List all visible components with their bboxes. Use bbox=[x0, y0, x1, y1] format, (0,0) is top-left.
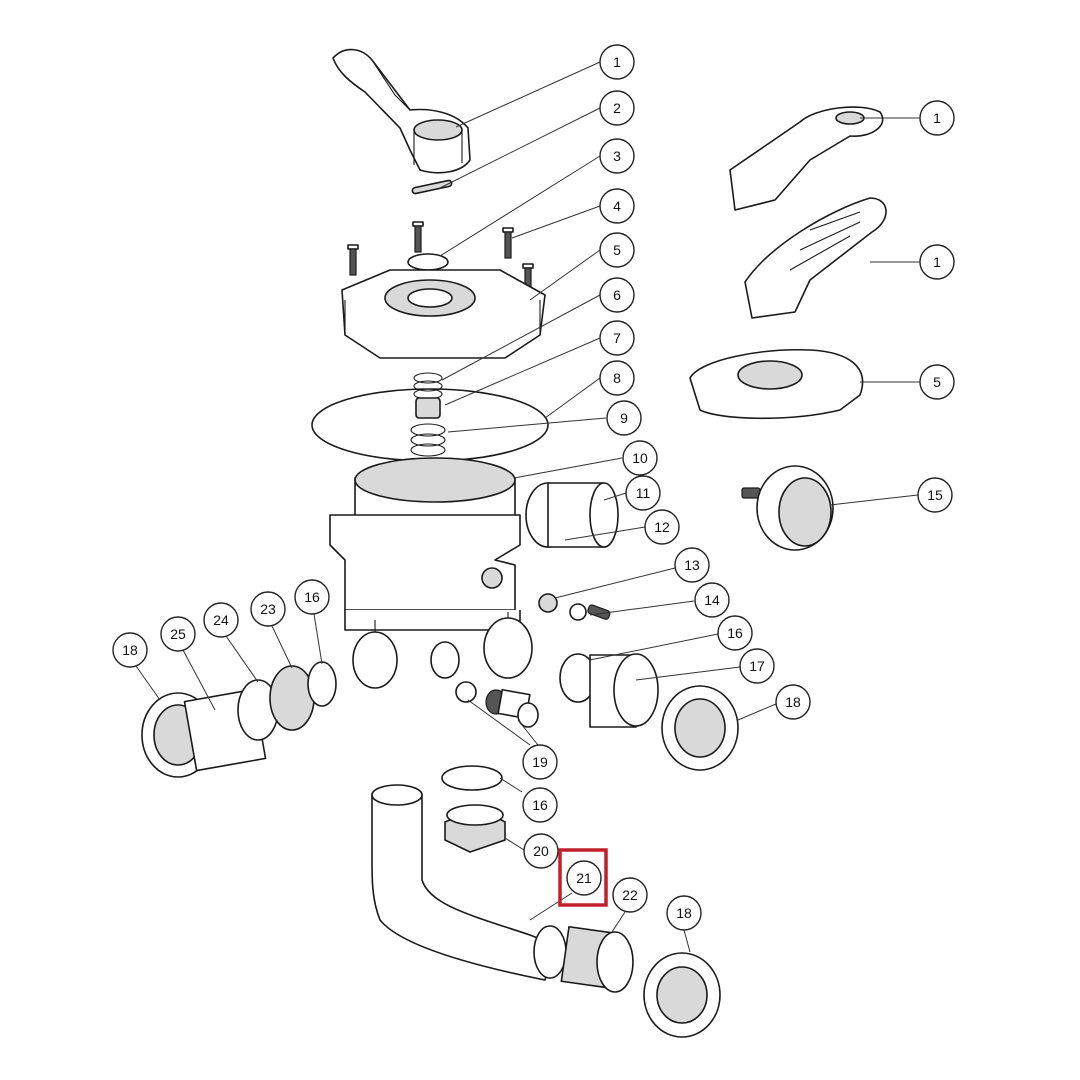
callout-5-right: 5 bbox=[919, 364, 955, 400]
callout-20: 20 bbox=[523, 833, 559, 869]
left-union-assembly bbox=[141, 661, 337, 778]
callout-22: 22 bbox=[612, 877, 648, 913]
callout-25: 25 bbox=[160, 616, 196, 652]
callout-6: 6 bbox=[599, 277, 635, 313]
callout-18-lower: 18 bbox=[666, 895, 702, 931]
callout-12: 12 bbox=[644, 509, 680, 545]
callout-label: 6 bbox=[613, 287, 621, 303]
spring-part bbox=[413, 372, 443, 400]
callout-label: 25 bbox=[170, 626, 186, 642]
callout-16-left: 16 bbox=[294, 579, 330, 615]
callout-label: 9 bbox=[620, 410, 628, 426]
callout-label: 5 bbox=[613, 242, 621, 258]
callout-15: 15 bbox=[917, 477, 953, 513]
callout-10: 10 bbox=[622, 440, 658, 476]
callout-label: 15 bbox=[927, 487, 943, 503]
callout-11: 11 bbox=[625, 475, 661, 511]
callout-label: 18 bbox=[122, 642, 138, 658]
elbow-pipe bbox=[371, 784, 567, 981]
callout-label: 3 bbox=[613, 148, 621, 164]
callout-label: 16 bbox=[304, 589, 320, 605]
callout-23: 23 bbox=[250, 591, 286, 627]
callout-label: 8 bbox=[613, 370, 621, 386]
callout-1-right-a: 1 bbox=[919, 100, 955, 136]
callout-label: 11 bbox=[636, 485, 651, 501]
right-union-assembly bbox=[559, 653, 739, 771]
callout-24: 24 bbox=[203, 602, 239, 638]
callout-7: 7 bbox=[599, 320, 635, 356]
adapter-part bbox=[560, 925, 634, 993]
callout-label: 16 bbox=[727, 625, 743, 641]
bulkhead-fitting bbox=[444, 804, 506, 853]
callout-label: 22 bbox=[622, 887, 638, 903]
callout-label: 1 bbox=[933, 254, 941, 270]
drain-plug-parts bbox=[538, 593, 611, 621]
callout-label: 2 bbox=[613, 100, 621, 116]
callout-16-lower: 16 bbox=[522, 787, 558, 823]
callout-label: 16 bbox=[532, 797, 548, 813]
callout-5-left: 5 bbox=[599, 232, 635, 268]
callout-18-right: 18 bbox=[775, 684, 811, 720]
callout-4: 4 bbox=[599, 188, 635, 224]
callout-19: 19 bbox=[522, 744, 558, 780]
handle-alt-1 bbox=[729, 106, 884, 211]
callout-label: 10 bbox=[632, 450, 648, 466]
callout-16-right: 16 bbox=[717, 615, 753, 651]
handle-alt-2 bbox=[744, 197, 887, 319]
callout-21: 21 bbox=[566, 860, 602, 896]
leader-lines bbox=[135, 61, 920, 953]
lower-nut bbox=[643, 952, 721, 1038]
callout-label: 14 bbox=[704, 592, 720, 608]
callout-label: 1 bbox=[613, 54, 621, 70]
pin-part bbox=[411, 179, 453, 195]
callout-label: 20 bbox=[533, 843, 549, 859]
callout-label: 18 bbox=[676, 905, 692, 921]
callout-label: 4 bbox=[613, 198, 621, 214]
valve-body-part bbox=[329, 457, 619, 631]
callout-label: 23 bbox=[260, 601, 276, 617]
callout-8: 8 bbox=[599, 360, 635, 396]
callout-9: 9 bbox=[606, 400, 642, 436]
callout-1-top: 1 bbox=[599, 44, 635, 80]
callout-label: 24 bbox=[213, 612, 229, 628]
callout-label: 19 bbox=[532, 754, 548, 770]
callout-label: 12 bbox=[654, 519, 670, 535]
callout-label: 17 bbox=[749, 658, 765, 674]
callout-2: 2 bbox=[599, 90, 635, 126]
handle-part bbox=[332, 48, 471, 174]
callout-label: 18 bbox=[785, 694, 801, 710]
callout-18-left: 18 bbox=[112, 632, 148, 668]
callout-label: 7 bbox=[613, 330, 621, 346]
lower-o-ring bbox=[441, 765, 503, 791]
highlight-box-part-21 bbox=[558, 848, 608, 907]
bottom-ports bbox=[352, 612, 533, 689]
callout-13: 13 bbox=[674, 547, 710, 583]
small-o-ring bbox=[407, 253, 449, 271]
callout-label: 21 bbox=[576, 870, 592, 886]
callout-14: 14 bbox=[694, 582, 730, 618]
cover-alt bbox=[689, 348, 864, 420]
cover-part bbox=[341, 269, 546, 359]
callout-3: 3 bbox=[599, 138, 635, 174]
pressure-gauge bbox=[741, 465, 834, 551]
callout-label: 1 bbox=[933, 110, 941, 126]
check-valve-parts bbox=[455, 681, 539, 728]
callout-17: 17 bbox=[739, 648, 775, 684]
shaft-part bbox=[410, 397, 446, 457]
callout-label: 13 bbox=[684, 557, 700, 573]
callout-1-right-b: 1 bbox=[919, 244, 955, 280]
callout-label: 5 bbox=[933, 374, 941, 390]
